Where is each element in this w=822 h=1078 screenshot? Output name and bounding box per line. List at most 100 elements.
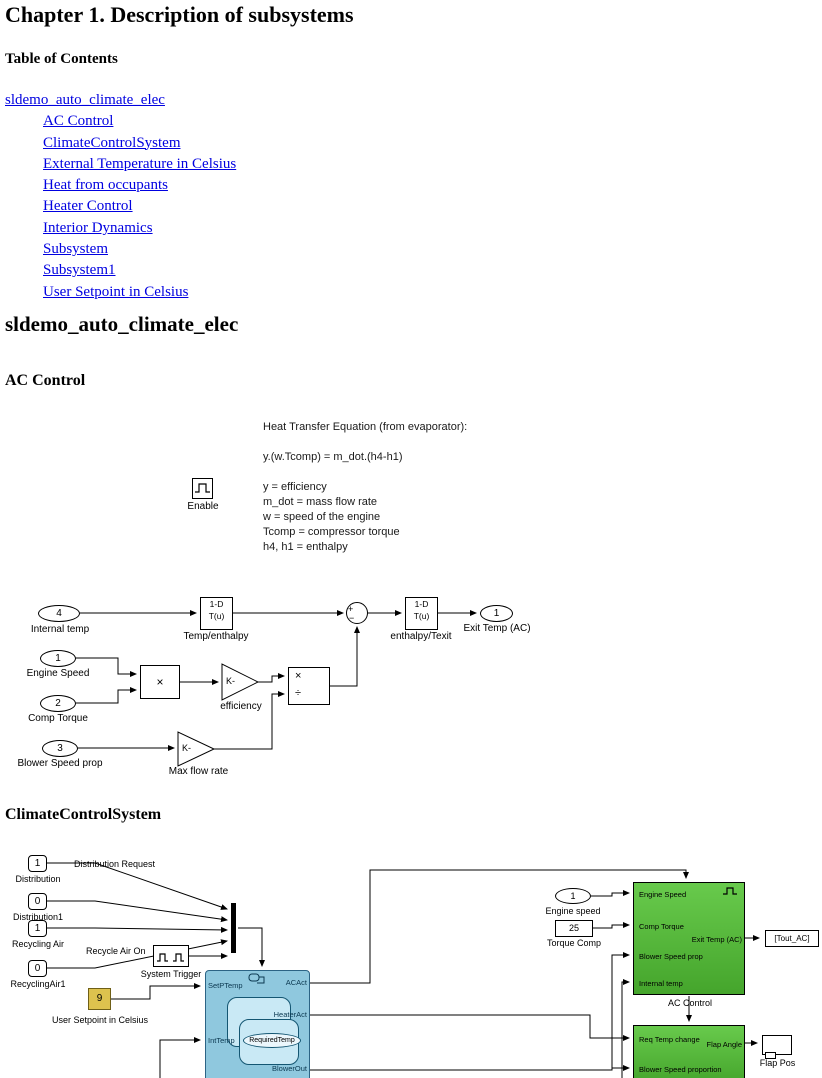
sum-minus-sign: − [349, 613, 355, 623]
toc-link-climate-control-system[interactable]: ClimateControlSystem [43, 134, 181, 151]
equation-line: y.(w.Tcomp) = m_dot.(h4-h1) [263, 451, 403, 463]
ac-control-diagram: Enable Heat Transfer Equation (from evap… [0, 415, 600, 807]
equation-line: w = speed of the engine [263, 511, 381, 523]
section-heading-ac-control: AC Control [5, 372, 86, 389]
signal-wires [76, 610, 477, 751]
enable-block [192, 478, 213, 499]
ac-port-engine-speed: Engine Speed [639, 890, 687, 899]
inport-distribution1-label: Distribution1 [12, 912, 64, 922]
gain-efficiency-text: K- [226, 676, 235, 686]
equation-line: m_dot = mass flow rate [263, 496, 378, 508]
outport-exit-temp-label: Exit Temp (AC) [463, 623, 531, 634]
chart-port-setptemp: SetPTemp [208, 981, 243, 990]
section-heading-climate-control: ClimateControlSystem [5, 806, 162, 823]
chart-port-blowerout: BlowerOut [271, 1064, 307, 1073]
heater-port-req-temp-change: Req Temp change [639, 1035, 700, 1044]
toc-link-heater-control[interactable]: Heater Control [43, 198, 133, 215]
lookup-text: T(u) [208, 611, 225, 622]
inport-recycling-air-label: Recycling Air [11, 939, 65, 949]
inport-engine-speed-oval: 1 [555, 888, 591, 904]
chart-port-inttemp: IntTemp [208, 1036, 235, 1045]
pulse-icon [195, 483, 210, 493]
gain-efficiency-label: efficiency [220, 701, 262, 712]
toc-link-user-setpoint[interactable]: User Setpoint in Celsius [43, 283, 189, 300]
outport-exit-temp: 1 [480, 605, 513, 622]
pulse-icons [157, 953, 184, 962]
goto-tout-ac-tag: [Tout_AC] [765, 930, 819, 947]
chart-port-acact: ACAct [285, 978, 307, 987]
lookup-text: T(u) [413, 611, 430, 622]
gain-max-flow-label: Max flow rate [168, 766, 229, 777]
sum-block-circle [346, 602, 368, 624]
inport-recycling-air1-label: RecyclingAir1 [10, 979, 66, 989]
equation-line: Heat Transfer Equation (from evaporator)… [263, 421, 468, 433]
system-trigger-block [153, 945, 189, 967]
system-trigger-label: System Trigger [140, 969, 202, 979]
gain-max-flow-triangle [177, 731, 216, 767]
heater-port-flap-angle: Flap Angle [706, 1040, 742, 1049]
inport-recycling-air: 1 [28, 920, 47, 937]
inport-distribution1: 0 [28, 893, 47, 910]
stateflow-icon [248, 973, 265, 984]
equation-line: Tcomp = compressor torque [263, 526, 400, 538]
inport-blower-speed-label: Blower Speed prop [17, 758, 103, 769]
ac-port-exit-temp: Exit Temp (AC) [691, 935, 742, 944]
inport-engine-speed-label: Engine speed [545, 906, 601, 916]
ac-control-subsystem-label: AC Control [667, 998, 712, 1008]
chart-port-heateract: HeaterAct [273, 1010, 307, 1019]
inport-comp-torque-label: Comp Torque [28, 713, 88, 724]
divide-div-sign: ÷ [295, 687, 302, 699]
inport-internal-temp-label: Internal temp [30, 624, 90, 635]
toc-link-ac-control[interactable]: AC Control [43, 113, 114, 130]
lookup-text: 1-D [209, 599, 224, 609]
lookup-temp-enthalpy-label: Temp/enthalpy [183, 631, 249, 642]
sum-plus-sign: + [348, 604, 354, 614]
inport-distribution: 1 [28, 855, 47, 872]
equation-line: y = efficiency [263, 481, 327, 493]
ac-port-comp-torque: Comp Torque [639, 922, 684, 931]
lookup-enthalpy-texit: 1-D T(u) [405, 597, 438, 630]
equation-line: h4, h1 = enthalpy [263, 541, 348, 553]
lookup-enthalpy-texit-label: enthalpy/Texit [390, 631, 452, 642]
inport-engine-speed: 1 [40, 650, 76, 667]
ac-port-blower-speed-prop: Blower Speed prop [639, 952, 703, 961]
table-of-contents: sldemo_auto_climate_elec AC Control Clim… [5, 90, 236, 303]
climate-control-diagram: 1 Distribution Distribution Request 0 Di… [0, 845, 822, 1078]
heater-control-subsystem-block: Req Temp change Blower Speed proportion … [633, 1025, 745, 1078]
inport-comp-torque: 2 [40, 695, 76, 712]
inport-engine-speed-label: Engine Speed [26, 668, 90, 679]
constant-25-label: Torque Comp [546, 938, 602, 948]
ac-diagram-wires-svg [76, 602, 477, 767]
toc-link-external-temperature[interactable]: External Temperature in Celsius [43, 155, 237, 172]
inport-recycling-air1: 0 [28, 960, 47, 977]
toc-link-subsystem[interactable]: Subsystem [43, 241, 109, 258]
gain-efficiency-triangle [221, 663, 260, 701]
lookup-text: 1-D [414, 599, 429, 609]
annotation-recycle-air-on: Recycle Air On [86, 946, 146, 956]
signal-wires [47, 862, 760, 1078]
toc-heading: Table of Contents [5, 51, 118, 67]
mux-bar [231, 903, 236, 953]
ac-control-subsystem-block: Engine Speed Comp Torque Blower Speed pr… [633, 882, 745, 995]
constant-9-block: 9 [88, 988, 111, 1010]
ac-port-internal-temp: Internal temp [639, 979, 683, 988]
toc-link-model[interactable]: sldemo_auto_climate_elec [5, 92, 165, 108]
pulse-icon [723, 887, 737, 895]
section-heading-model: sldemo_auto_climate_elec [5, 312, 239, 336]
divide-block: × ÷ [288, 667, 330, 705]
toc-link-interior-dynamics[interactable]: Interior Dynamics [43, 219, 153, 236]
annotation-distribution-request: Distribution Request [74, 859, 156, 869]
inport-distribution-label: Distribution [15, 874, 61, 884]
toc-link-heat-from-occupants[interactable]: Heat from occupants [43, 177, 168, 194]
display-flap-pos-label: Flap Pos [759, 1058, 796, 1068]
chart-state-requiredtemp: RequiredTemp [243, 1033, 301, 1048]
product-block: × [140, 665, 180, 699]
heater-port-blower-speed-proportion: Blower Speed proportion [639, 1065, 722, 1074]
climate-diagram-wires-svg [47, 862, 760, 1078]
display-tab [765, 1052, 776, 1059]
toc-link-subsystem1[interactable]: Subsystem1 [43, 262, 116, 279]
gain-max-flow-text: K- [182, 743, 191, 753]
constant-9-label: User Setpoint in Celsius [51, 1015, 149, 1025]
inport-internal-temp: 4 [38, 605, 80, 622]
inport-blower-speed: 3 [42, 740, 78, 757]
